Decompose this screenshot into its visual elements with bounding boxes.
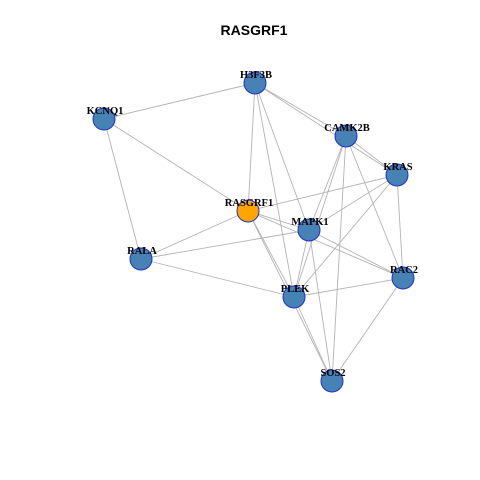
edge-rac2-sos2: [331, 277, 404, 382]
edge-plek-rac2: [293, 277, 404, 298]
edge-kras-rac2: [396, 174, 404, 279]
edge-plek-sos2: [293, 296, 333, 382]
edge-rasgrf1-rala: [140, 210, 249, 260]
edge-mapk1-rac2: [308, 229, 404, 279]
edge-camk2b-plek: [293, 135, 347, 298]
edge-h3f3b-rasgrf1: [247, 82, 256, 212]
node-rac2[interactable]: [391, 266, 415, 290]
node-label-camk2b: CAMK2B: [324, 123, 370, 134]
node-label-rala: RALA: [127, 246, 157, 257]
edge-kras-rasgrf1: [247, 174, 398, 212]
node-label-kras: KRAS: [383, 162, 412, 173]
edge-h3f3b-kras: [254, 82, 398, 176]
edge-h3f3b-mapk1: [254, 82, 310, 231]
edge-rasgrf1-rac2: [247, 210, 404, 279]
edge-kras-plek: [293, 174, 398, 298]
node-camk2b[interactable]: [334, 124, 358, 148]
edge-camk2b-sos2: [331, 135, 347, 382]
node-label-h3f3b: H3F3B: [240, 70, 272, 81]
node-sos2[interactable]: [320, 369, 344, 393]
node-label-plek: PLEK: [281, 284, 310, 295]
edge-rasgrf1-plek: [247, 210, 295, 298]
node-rasgrf1[interactable]: [236, 199, 260, 223]
node-label-mapk1: MAPK1: [291, 217, 328, 228]
edges-layer: [103, 82, 404, 382]
edge-mapk1-rala: [140, 229, 310, 260]
edge-kcnq1-rala: [103, 118, 142, 260]
edge-kcnq1-rasgrf1: [103, 118, 249, 212]
nodes-layer: [92, 71, 415, 393]
edge-mapk1-sos2: [308, 229, 333, 382]
node-kras[interactable]: [385, 163, 409, 187]
node-label-kcnq1: KCNQ1: [87, 106, 124, 117]
node-label-rac2: RAC2: [390, 265, 418, 276]
node-label-sos2: SOS2: [320, 368, 345, 379]
node-h3f3b[interactable]: [243, 71, 267, 95]
graph-title: RASGRF1: [221, 22, 288, 38]
edge-camk2b-mapk1: [308, 135, 347, 231]
edge-rala-plek: [140, 258, 295, 298]
edge-h3f3b-camk2b: [254, 82, 347, 137]
node-kcnq1[interactable]: [92, 107, 116, 131]
node-label-rasgrf1: RASGRF1: [225, 198, 273, 209]
edge-kcnq1-h3f3b: [103, 82, 256, 120]
edge-kras-mapk1: [308, 174, 398, 231]
edge-camk2b-rac2: [345, 135, 404, 279]
node-mapk1[interactable]: [297, 218, 321, 242]
node-plek[interactable]: [282, 285, 306, 309]
edge-h3f3b-plek: [254, 82, 295, 298]
node-rala[interactable]: [129, 247, 153, 271]
